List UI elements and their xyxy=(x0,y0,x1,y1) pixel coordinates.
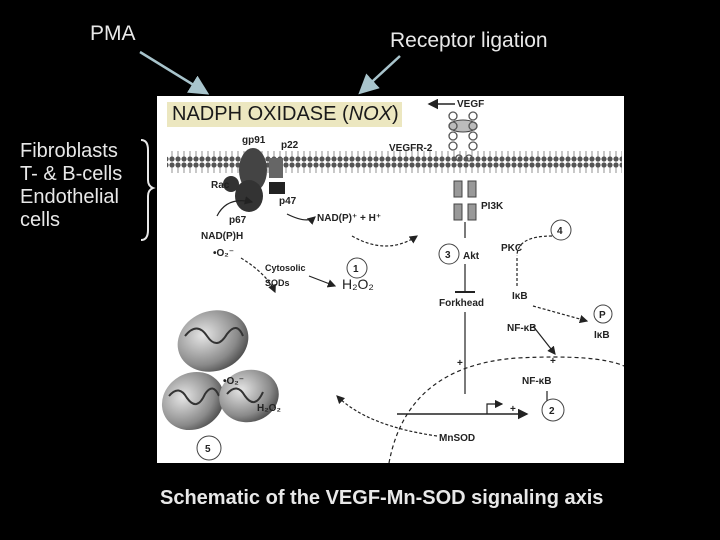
signaling-diagram: VEGF VEGFR-2 PI3K gp91 p22 Rac p47 p67 N… xyxy=(157,96,624,463)
step-5-marker xyxy=(196,435,222,461)
pma-label: PMA xyxy=(90,22,136,45)
cell-type-endothelial: Endothelial xyxy=(20,186,119,208)
mitochondria-images xyxy=(161,310,279,431)
mito-h2o2-label: H₂O₂ xyxy=(257,403,281,414)
svg-text:4: 4 xyxy=(557,226,563,237)
mito-superoxide-label: •O₂⁻ xyxy=(223,376,244,387)
rac-subunit xyxy=(223,176,239,192)
ikb-label: IκB xyxy=(512,291,528,302)
p67-label: p67 xyxy=(229,215,247,226)
p47-label: p47 xyxy=(279,196,297,207)
cell-type-fibroblasts: Fibroblasts xyxy=(20,140,118,162)
svg-text:3: 3 xyxy=(445,250,451,261)
plus-sign-2: + xyxy=(550,356,556,367)
pma-arrow xyxy=(139,50,210,95)
step-1-marker xyxy=(346,257,368,279)
cytosolic-sods-label-2: SODs xyxy=(265,278,290,288)
cell-brace xyxy=(140,139,156,241)
nadp-plus-label: NAD(P)⁺ + H⁺ xyxy=(317,213,381,224)
superoxide-label: •O₂⁻ xyxy=(213,248,234,259)
nfkb2-label: NF-κB xyxy=(522,376,551,387)
cytosolic-sods-label-1: Cytosolic xyxy=(265,263,306,273)
nox-title-main: NADPH OXIDASE ( xyxy=(172,103,349,125)
cell-type-list: Fibroblasts T- & B-cells Endothelial cel… xyxy=(20,140,122,232)
pi3k-label: PI3K xyxy=(481,201,504,212)
nox-title-close: ) xyxy=(392,103,399,125)
receptor-arrow xyxy=(358,55,401,95)
nox-title: NADPH OXIDASE (NOX) xyxy=(167,102,402,127)
vegfr2-label: VEGFR-2 xyxy=(389,143,433,154)
akt-label: Akt xyxy=(463,251,480,262)
figure-caption: Schematic of the VEGF-Mn-SOD signaling a… xyxy=(160,487,604,509)
svg-text:P: P xyxy=(599,310,606,321)
nox-title-abbr: NOX xyxy=(348,103,393,125)
p47-subunit xyxy=(269,182,285,194)
p22-label: p22 xyxy=(281,140,299,151)
ikb2-label: IκB xyxy=(594,330,610,341)
cell-type-lymphocytes: T- & B-cells xyxy=(20,163,123,185)
h2o2-label: H₂O₂ xyxy=(342,276,374,292)
rac-label: Rac xyxy=(211,180,230,191)
step-3-marker xyxy=(438,243,460,265)
cell-type-cells: cells xyxy=(20,209,61,231)
mnsod-label: MnSOD xyxy=(439,433,475,444)
diagram-svg: VEGF VEGFR-2 PI3K gp91 p22 Rac p47 p67 N… xyxy=(161,98,624,463)
gp91-label: gp91 xyxy=(242,135,266,146)
plus-sign-3: + xyxy=(510,404,516,415)
svg-text:5: 5 xyxy=(205,444,211,455)
svg-text:1: 1 xyxy=(353,264,359,275)
step-2-marker xyxy=(541,398,565,422)
step-4-marker xyxy=(550,219,572,241)
p22-subunit xyxy=(269,158,283,178)
plasma-membrane xyxy=(167,151,622,173)
plus-sign-1: + xyxy=(457,358,463,369)
svg-text:2: 2 xyxy=(549,406,555,417)
nucleus-envelope xyxy=(388,356,624,463)
vegf-label: VEGF xyxy=(457,99,484,110)
pkc-label: PKC xyxy=(501,243,522,254)
forkhead-label: Forkhead xyxy=(439,298,484,309)
receptor-ligation-label: Receptor ligation xyxy=(390,29,548,52)
p67-subunit xyxy=(235,180,263,212)
phospho-marker xyxy=(593,304,613,324)
vegfr2-receptor xyxy=(448,111,478,162)
nadph-label: NAD(P)H xyxy=(201,231,243,242)
nfkb-label: NF-κB xyxy=(507,323,536,334)
